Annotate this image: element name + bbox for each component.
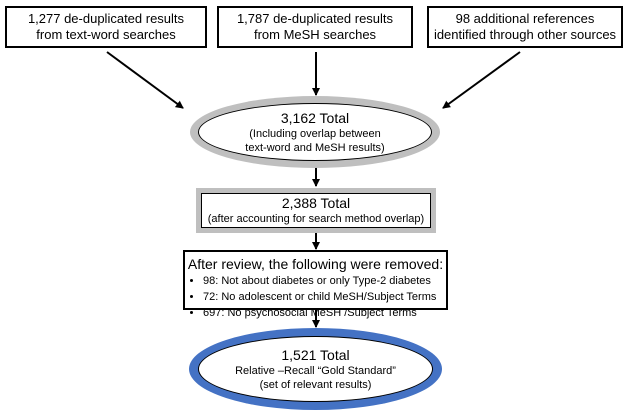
source-mesh-line2: from MeSH searches <box>253 27 377 42</box>
removed-list: 98: Not about diabetes or only Type-2 di… <box>185 274 446 322</box>
dedup-box: 2,388 Total (after accounting for search… <box>201 193 431 228</box>
source-other-line1: 98 additional references <box>455 10 595 26</box>
arrow-other-to-total <box>442 51 521 109</box>
total-ellipse: 3,162 Total (Including overlap between t… <box>198 103 432 161</box>
dedup-note: (after accounting for search method over… <box>207 213 425 226</box>
arrow-text-word-to-total <box>106 51 184 109</box>
review-heading: After review, the following were removed… <box>187 256 444 272</box>
source-text-word-box: 1,277 de-duplicated results from text-wo… <box>5 6 207 48</box>
total-line2: text-word and MeSH results) <box>245 142 385 155</box>
source-mesh-line1: 1,787 de-duplicated results <box>236 10 394 26</box>
source-mesh-box: 1,787 de-duplicated results from MeSH se… <box>217 6 413 48</box>
dedup-frame: 2,388 Total (after accounting for search… <box>196 188 436 233</box>
source-other-line2: identified through other sources <box>433 27 617 42</box>
removed-item: 72: No adolescent or child MeSH/Subject … <box>203 290 446 306</box>
dedup-title: 2,388 Total <box>281 195 351 212</box>
removed-item: 697: No psychosocial MeSH /Subject Terms <box>203 306 446 322</box>
final-line1: Relative –Recall “Gold Standard” <box>235 364 396 377</box>
final-ellipse: 1,521 Total Relative –Recall “Gold Stand… <box>198 336 433 402</box>
final-title: 1,521 Total <box>281 346 350 363</box>
final-line2: (set of relevant results) <box>259 379 372 392</box>
total-line1: (Including overlap between <box>249 127 381 140</box>
removed-item: 98: Not about diabetes or only Type-2 di… <box>203 274 446 290</box>
source-text-word-line1: 1,277 de-duplicated results <box>27 10 185 26</box>
total-title: 3,162 Total <box>280 109 350 126</box>
review-box: After review, the following were removed… <box>183 250 448 319</box>
source-text-word-line2: from text-word searches <box>36 27 176 42</box>
source-other-box: 98 additional references identified thro… <box>427 6 623 48</box>
